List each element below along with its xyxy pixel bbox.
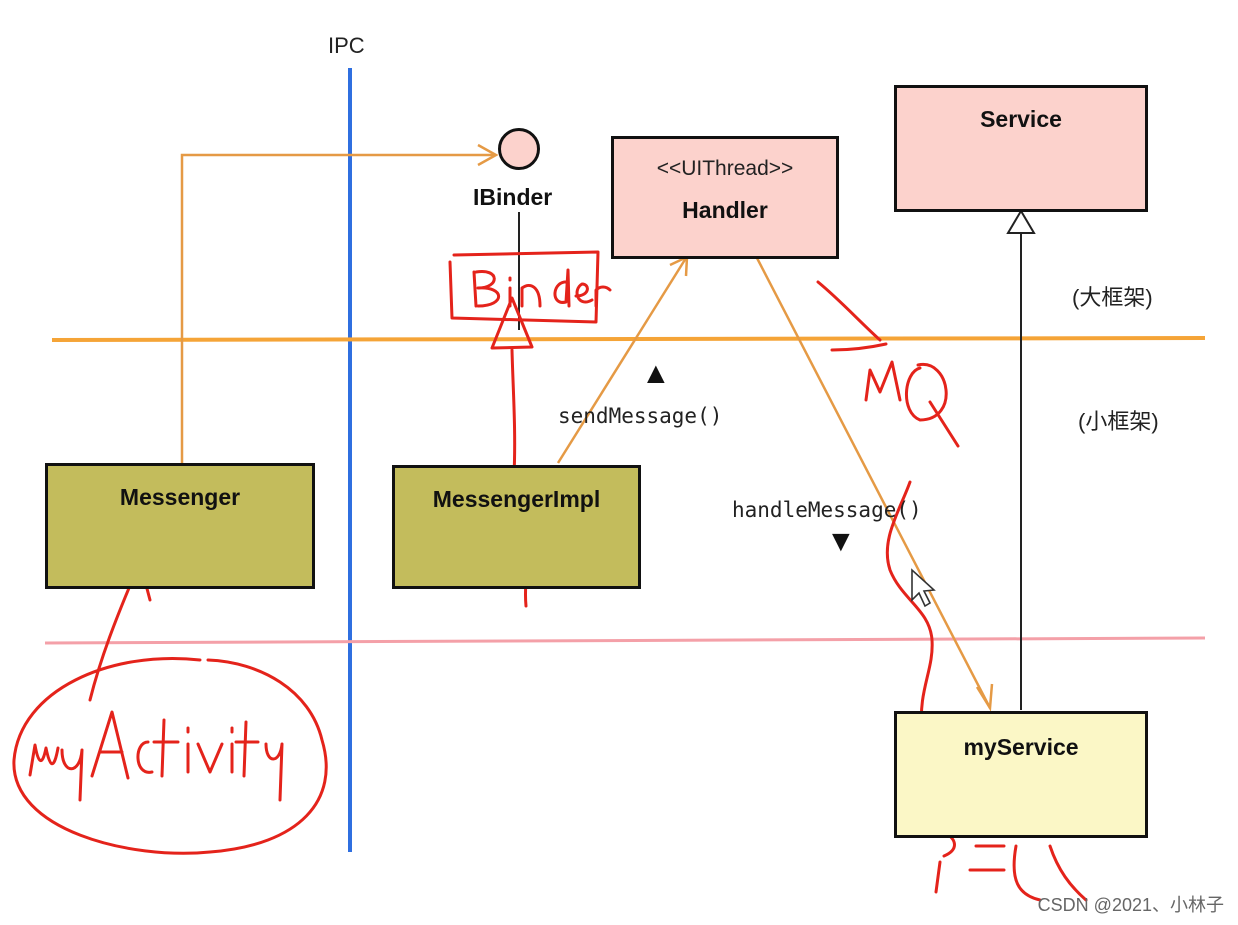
handwriting-binder-text <box>472 268 612 308</box>
messenger-to-ibinder-connector <box>180 153 495 463</box>
messenger-class-box: Messenger <box>45 463 315 589</box>
messenger-impl-class-box: MessengerImpl <box>392 465 641 589</box>
handler-class-box: <<UIThread>> Handler <box>611 136 839 259</box>
send-message-connector <box>556 257 688 464</box>
inheritance-arrowhead <box>1006 209 1036 234</box>
watermark: CSDN @2021、小林子 <box>1037 895 1224 915</box>
handle-message-direction-icon: ▼ <box>826 525 856 558</box>
handwriting-mq-arrow <box>816 280 888 352</box>
bottom-divider <box>44 636 1206 645</box>
send-message-direction-icon: ▲ <box>641 357 671 390</box>
messenger-name: Messenger <box>119 484 241 510</box>
ipc-label: IPC <box>328 33 365 58</box>
handle-message-arrowhead <box>975 683 994 712</box>
small-framework-label: (小框架) <box>1078 409 1159 434</box>
handle-message-label: handleMessage() <box>732 498 922 522</box>
handwriting-activity-ellipse <box>12 657 328 855</box>
framework-divider <box>51 336 1206 342</box>
service-class-box: Service <box>894 85 1148 212</box>
handwriting-impl-to-binder-line <box>510 348 517 478</box>
service-name: Service <box>980 106 1062 132</box>
handle-message-connector <box>755 257 992 709</box>
send-message-label: sendMessage() <box>558 404 723 428</box>
messenger-impl-name: MessengerImpl <box>432 486 601 512</box>
handler-name: Handler <box>682 197 768 223</box>
handwriting-activity-text <box>28 710 284 802</box>
handwriting-binder-box <box>448 250 600 324</box>
mouse-cursor-icon <box>911 568 936 608</box>
messenger-to-ibinder-arrowhead <box>477 143 499 167</box>
my-service-name: myService <box>963 734 1079 760</box>
handler-stereotype: <<UIThread>> <box>656 157 794 180</box>
my-service-class-box: myService <box>894 711 1148 838</box>
big-framework-label: (大框架) <box>1072 285 1153 310</box>
handwriting-binder-triangle <box>490 296 534 350</box>
ibinder-label: IBinder <box>473 184 553 210</box>
ibinder-interface-circle <box>498 128 540 170</box>
handwriting-mq-text <box>864 360 960 448</box>
